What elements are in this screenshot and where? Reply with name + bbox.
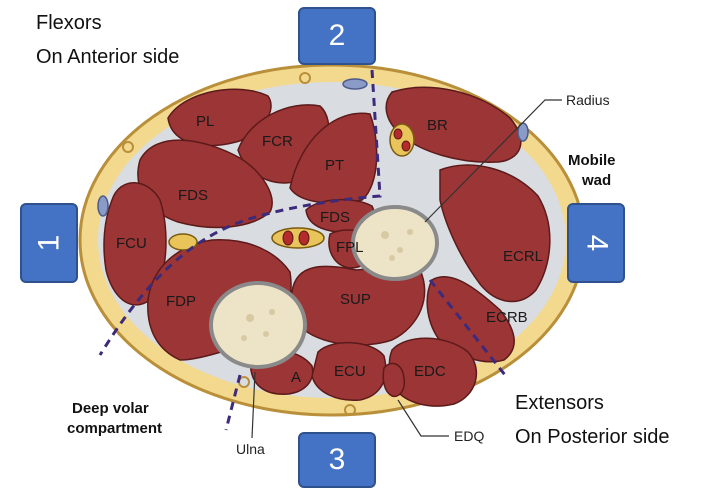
label-pt: PT — [325, 157, 344, 174]
label-mobile-wad-line1: Mobile — [568, 152, 616, 169]
label-a: A — [291, 369, 301, 386]
marker-box-1: 1 — [20, 203, 78, 283]
marker-box-3: 3 — [298, 432, 376, 488]
neurovascular-bundle-radial — [390, 124, 414, 156]
muscle-edq — [383, 363, 404, 396]
label-br: BR — [427, 117, 448, 134]
label-ulna: Ulna — [236, 441, 265, 457]
label-ecrb: ECRB — [486, 309, 528, 326]
label-ecrl: ECRL — [503, 248, 543, 265]
label-fpl: FPL — [336, 239, 364, 256]
label-sup: SUP — [340, 291, 371, 308]
label-fcr: FCR — [262, 133, 293, 150]
label-deep-volar-line1: Deep volar — [72, 400, 149, 417]
extensors-note-line1: Extensors — [515, 390, 604, 416]
label-fdp: FDP — [166, 293, 196, 310]
marker-box-2: 2 — [298, 7, 376, 65]
marker-box-4-label: 4 — [579, 235, 613, 252]
label-fds: FDS — [178, 187, 208, 204]
label-fcu: FCU — [116, 235, 147, 252]
marker-box-2-label: 2 — [329, 19, 346, 53]
flexors-note-line2: On Anterior side — [36, 44, 179, 70]
ulna-bone — [211, 283, 305, 367]
marker-box-4: 4 — [567, 203, 625, 283]
flexors-note-line1: Flexors — [36, 10, 102, 36]
label-pl: PL — [196, 113, 214, 130]
label-edq: EDQ — [454, 428, 484, 444]
marker-box-1-label: 1 — [32, 235, 66, 252]
extensors-note-line2: On Posterior side — [515, 424, 670, 450]
superficial-vein-top — [343, 79, 367, 89]
radius-bone — [353, 207, 437, 279]
label-ecu: ECU — [334, 363, 366, 380]
label-fds-small: FDS — [320, 209, 350, 226]
label-radius: Radius — [566, 92, 610, 108]
superficial-vein-left — [98, 196, 108, 216]
label-deep-volar-line2: compartment — [67, 420, 162, 437]
label-mobile-wad-line2: wad — [581, 172, 611, 189]
neurovascular-bundle-median — [272, 228, 324, 248]
marker-box-3-label: 3 — [329, 443, 346, 477]
label-edc: EDC — [414, 363, 446, 380]
